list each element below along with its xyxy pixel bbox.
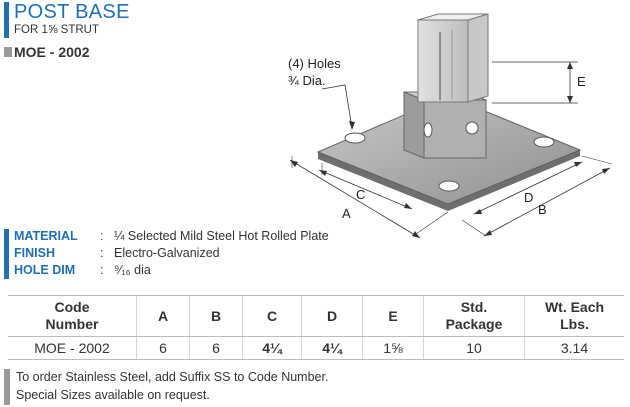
holes-callout-line2: ¾ Dia. <box>288 73 326 88</box>
spec-material-colon: : <box>100 229 104 243</box>
th-c: C <box>242 295 302 337</box>
dim-a-label: A <box>342 206 351 221</box>
cell-b: 6 <box>189 336 243 360</box>
strut-front-face <box>417 19 469 103</box>
strut-top <box>417 13 489 21</box>
th-b: B <box>189 295 243 337</box>
page-subtitle: FOR 1⅝ STRUT <box>14 24 99 36</box>
spec-hole-dim-label: HOLE DIM <box>14 263 76 277</box>
spec-finish-label: FINISH <box>14 246 55 260</box>
spec-hole-dim-value: ⁹⁄₁₆ dia <box>114 263 151 277</box>
plate-hole-right <box>533 136 555 148</box>
holes-leader <box>321 84 353 129</box>
socket-hole-front <box>423 122 433 138</box>
socket-hole-side <box>465 121 479 135</box>
spec-material-value: ¼ Selected Mild Steel Hot Rolled Plate <box>114 229 329 243</box>
cell-d: 4¼ <box>301 336 363 360</box>
table-row: MOE - 2002 6 6 4¼ 4¼ 1⅝ 10 3.14 <box>8 336 624 360</box>
notes-marker <box>4 369 10 405</box>
note-stainless: To order Stainless Steel, add Suffix SS … <box>16 370 329 384</box>
strut-side-face <box>467 13 489 103</box>
spec-finish-value: Electro-Galvanized <box>114 246 220 260</box>
cell-e: 1⅝ <box>362 336 424 360</box>
title-accent-bar <box>4 2 9 38</box>
plate-hole-left <box>344 132 366 144</box>
holes-callout-line1: (4) Holes <box>288 56 341 71</box>
post-base-drawing: E (4) Holes ¾ Dia. C A D B <box>288 13 613 239</box>
dim-d-label: D <box>524 190 533 205</box>
cell-a: 6 <box>136 336 190 360</box>
cell-code-number: MOE - 2002 <box>8 336 137 360</box>
th-std-package: Std.Package <box>423 295 525 337</box>
dim-c-label: C <box>356 187 365 202</box>
cell-wt-each: 3.14 <box>524 336 624 360</box>
spec-material-label: MATERIAL <box>14 229 78 243</box>
page-title: POST BASE <box>14 1 130 23</box>
spec-finish-colon: : <box>100 246 104 260</box>
model-marker <box>4 47 12 57</box>
dim-e-label: E <box>577 74 586 89</box>
spec-hole-dim-colon: : <box>100 263 104 277</box>
plate-hole-front <box>438 180 460 192</box>
cell-c: 4¼ <box>242 336 302 360</box>
th-a: A <box>136 295 190 337</box>
specs-accent-bar <box>4 229 9 279</box>
model-number: MOE - 2002 <box>14 44 90 60</box>
dim-b-label: B <box>538 202 547 217</box>
th-d: D <box>301 295 363 337</box>
note-special-sizes: Special Sizes available on request. <box>16 388 210 402</box>
cell-std-package: 10 <box>423 336 525 360</box>
th-e: E <box>362 295 424 337</box>
